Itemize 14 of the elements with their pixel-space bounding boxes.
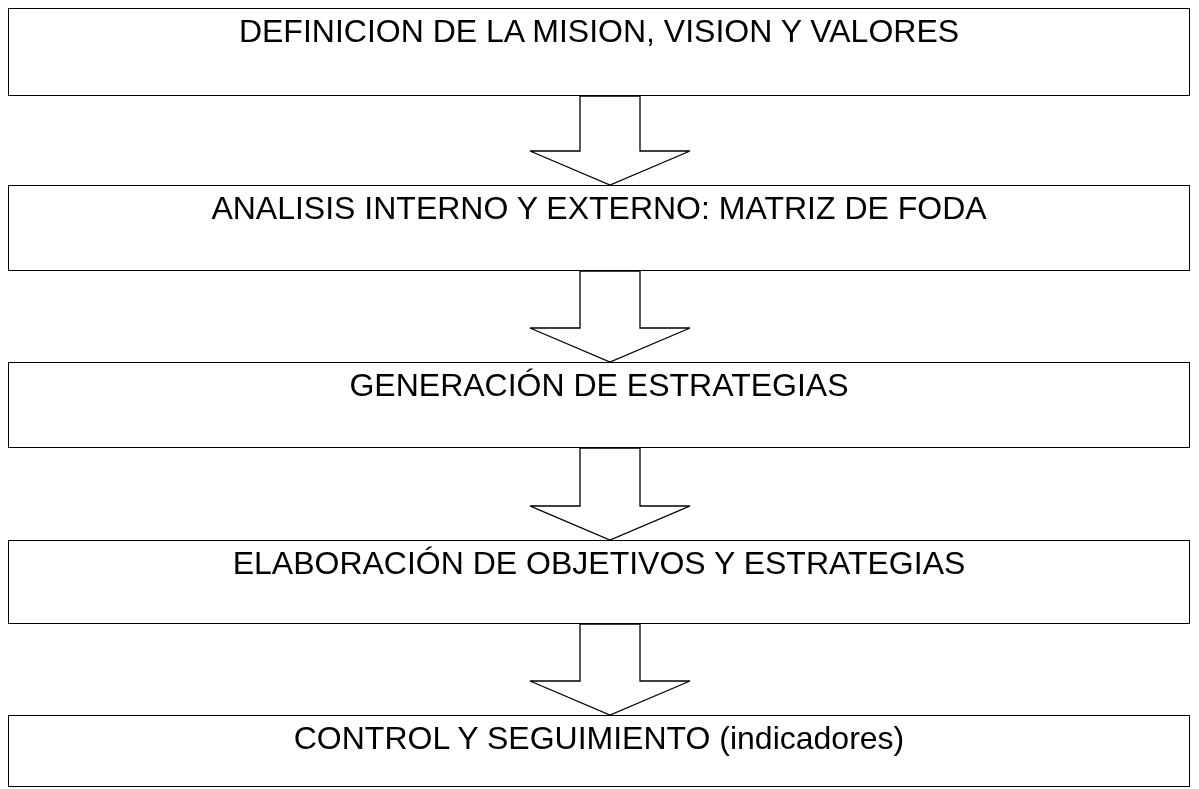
block-arrow: [529, 447, 691, 541]
step-label: ELABORACIÓN DE OBJETIVOS Y ESTRATEGIAS: [231, 545, 967, 581]
block-arrow: [529, 623, 691, 716]
step-label: ANALISIS INTERNO Y EXTERNO: MATRIZ DE FODA: [210, 190, 988, 226]
step-label: GENERACIÓN DE ESTRATEGIAS: [348, 367, 850, 403]
step-label: DEFINICION DE LA MISION, VISION Y VALORES: [237, 13, 961, 49]
process-box: [8, 8, 1190, 96]
block-arrow: [529, 95, 691, 186]
process-box: [8, 185, 1190, 271]
process-box: [8, 540, 1190, 624]
process-box: [8, 362, 1190, 448]
step-label: CONTROL Y SEGUIMIENTO (indicadores): [292, 720, 906, 756]
block-arrow: [529, 270, 691, 363]
process-box: [8, 715, 1190, 787]
